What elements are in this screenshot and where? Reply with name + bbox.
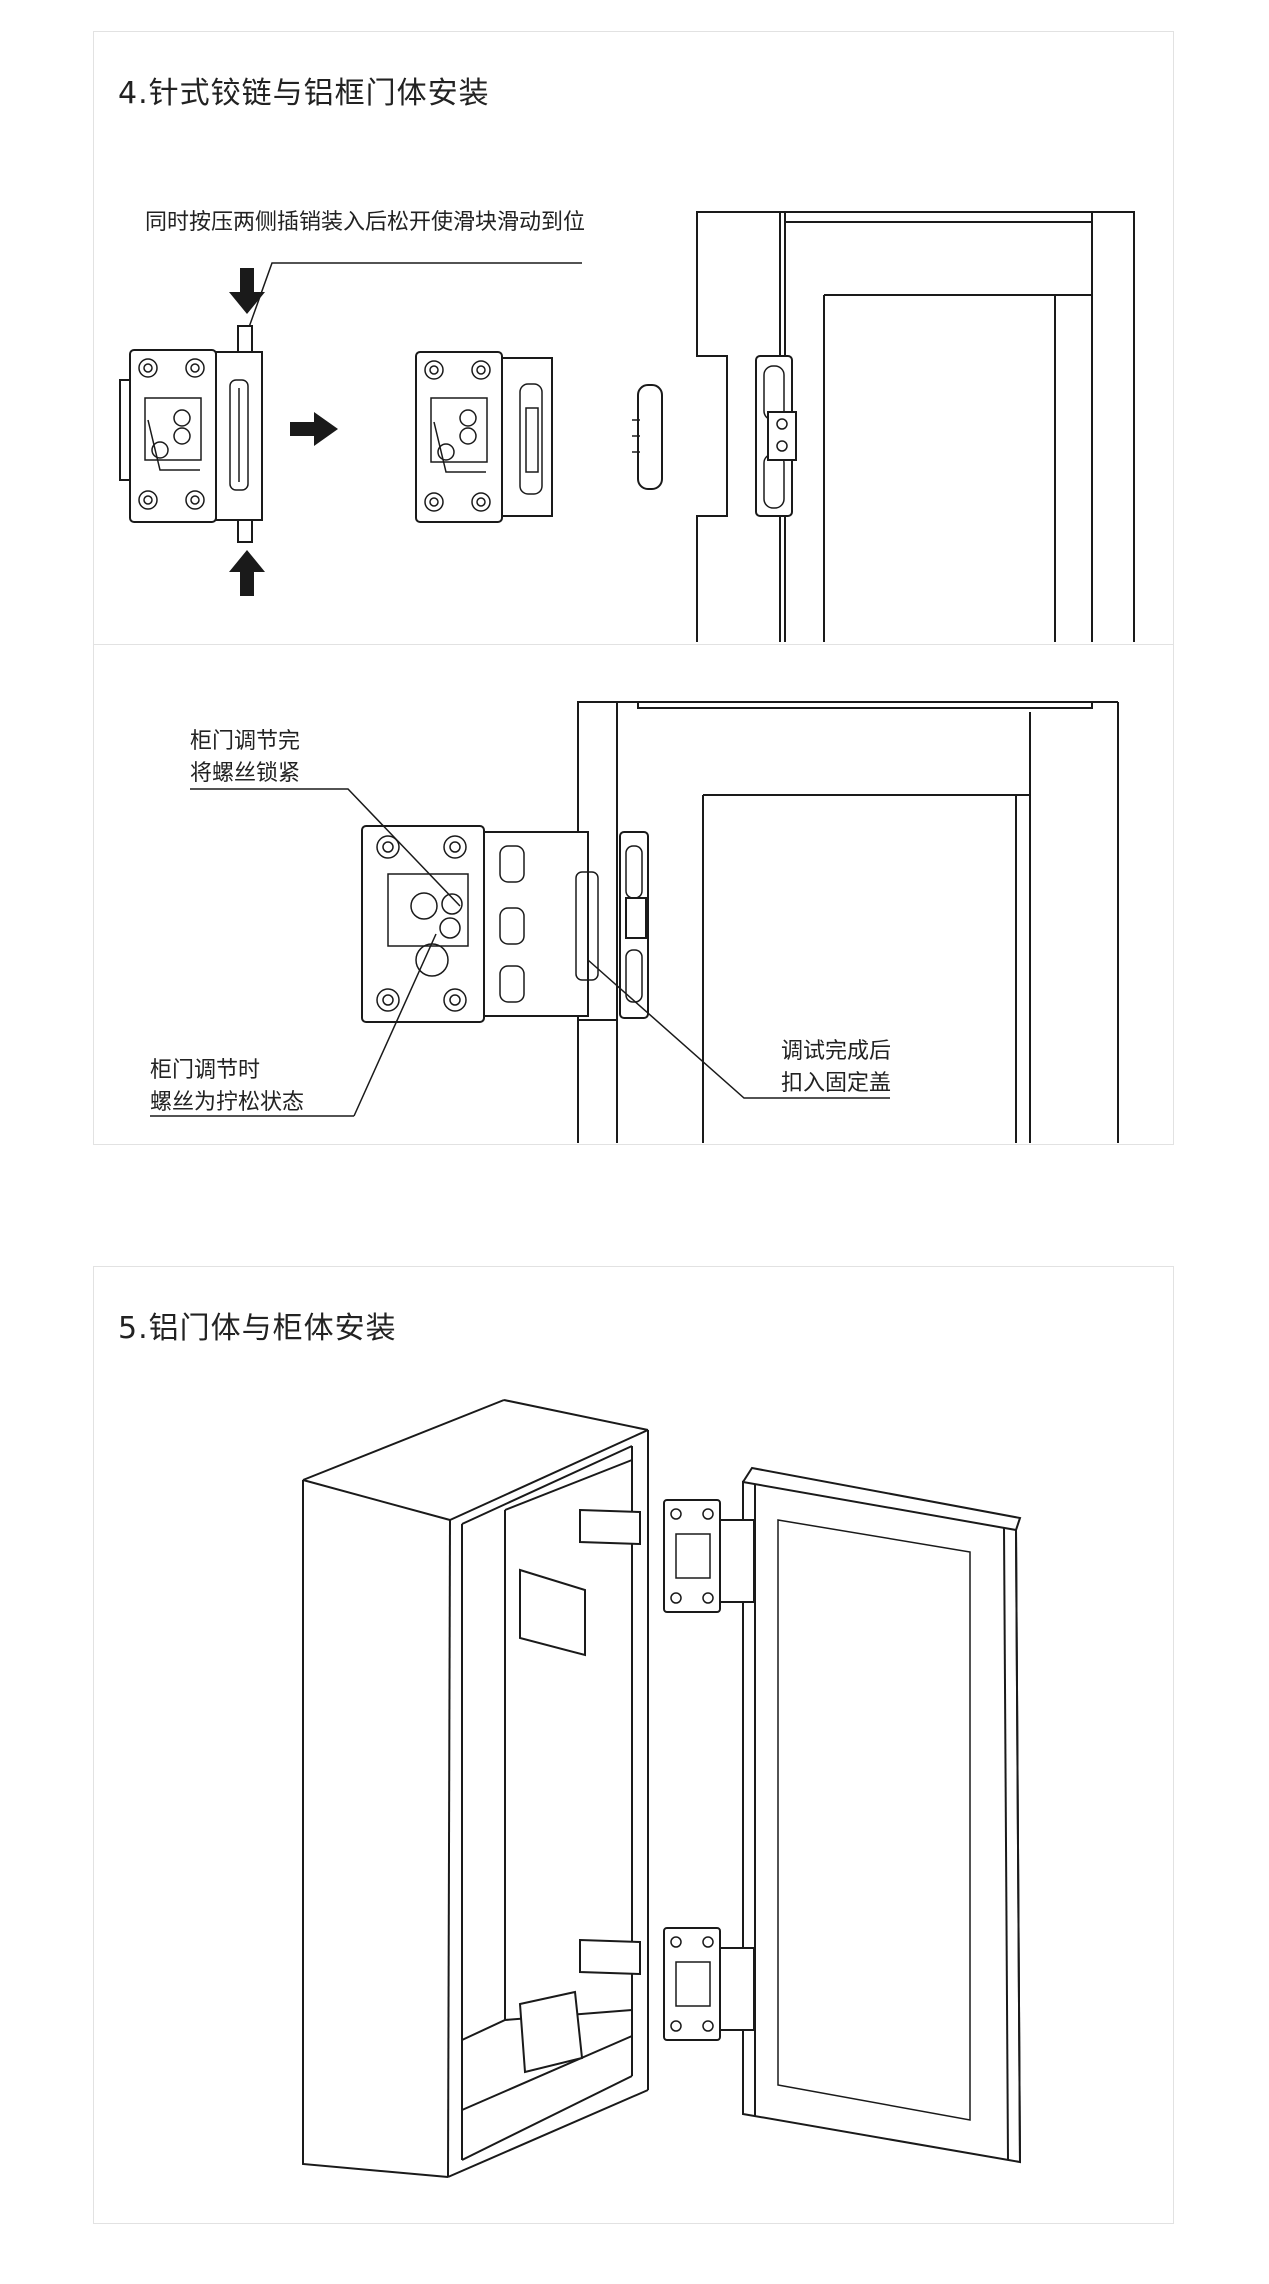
hinge-released-illustration <box>415 351 663 523</box>
note-cover-line-1: 调试完成后 <box>781 1039 892 1064</box>
note-lock-line-2: 将螺丝锁紧 <box>190 761 301 786</box>
cabinet-door-illustration <box>302 1399 1022 2178</box>
note-cover-line-2: 扣入固定盖 <box>781 1071 892 1096</box>
note-loose-line-2: 螺丝为拧松状态 <box>150 1090 305 1115</box>
note-press-pins: 同时按压两侧插销装入后松开使滑块滑动到位 <box>145 210 586 235</box>
section-4-divider <box>93 644 1174 645</box>
note-lock-line-1: 柜门调节完 <box>190 729 301 754</box>
hinge-adjust-illustration <box>150 701 1119 1143</box>
hinge-pin-press-illustration <box>119 262 582 596</box>
section-5-title: 5.铝门体与柜体安装 <box>118 1311 397 1346</box>
note-loose-line-1: 柜门调节时 <box>150 1058 261 1083</box>
frame-with-hinge-illustration <box>696 211 1135 642</box>
section-4-title: 4.针式铰链与铝框门体安装 <box>118 76 490 111</box>
